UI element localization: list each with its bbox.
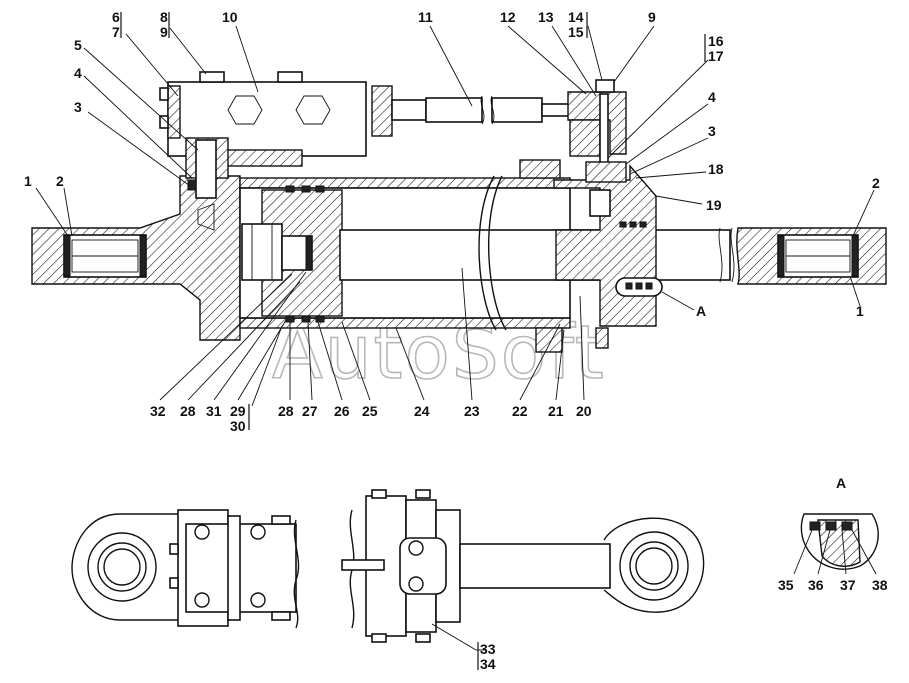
callout: 38 xyxy=(872,577,888,593)
pipe xyxy=(425,97,483,123)
callout: 21 xyxy=(548,403,564,419)
leader-lines xyxy=(35,12,875,670)
detail-a-view xyxy=(793,513,879,575)
callout: 30 xyxy=(230,418,246,434)
piston-nut xyxy=(241,223,283,281)
callout-labels: 1 2 3 4 5 6 7 8 9 10 11 12 13 14 15 9 16… xyxy=(24,9,888,672)
callout: 15 xyxy=(568,24,584,40)
callout: 9 xyxy=(648,9,656,25)
rod-end-flange xyxy=(567,91,627,155)
callout: 28 xyxy=(278,403,294,419)
right-eye-outline xyxy=(603,517,705,613)
callout: 33 xyxy=(480,641,496,657)
valve-block-bolt xyxy=(199,71,225,83)
callout: 23 xyxy=(464,403,480,419)
callout: 3 xyxy=(708,123,716,139)
callout: 34 xyxy=(480,656,496,672)
callout: 18 xyxy=(708,161,724,177)
rod-outline xyxy=(459,543,611,589)
valve-block-outline xyxy=(185,523,297,613)
callout: 5 xyxy=(74,37,82,53)
callout: 31 xyxy=(206,403,222,419)
callout: 1 xyxy=(856,303,864,319)
guide-nut xyxy=(519,159,561,179)
cylinder-outside-view xyxy=(71,489,705,651)
callout: 4 xyxy=(708,89,716,105)
callout: 27 xyxy=(302,403,318,419)
callout: 24 xyxy=(414,403,430,419)
callout: 8 xyxy=(160,9,168,25)
callout: 20 xyxy=(576,403,592,419)
pipe-fitting xyxy=(391,99,427,121)
hose xyxy=(478,175,497,331)
valve-block-bolt xyxy=(277,71,303,83)
callout: 36 xyxy=(808,577,824,593)
callout: 1 xyxy=(24,173,32,189)
callout: 12 xyxy=(500,9,516,25)
callout: 37 xyxy=(840,577,856,593)
callout: 16 xyxy=(708,33,724,49)
callout: 19 xyxy=(706,197,722,213)
callout: 32 xyxy=(150,403,166,419)
callout: 35 xyxy=(778,577,794,593)
callout: 22 xyxy=(512,403,528,419)
callout: 7 xyxy=(112,24,120,40)
callout: 2 xyxy=(872,175,880,191)
callout: 28 xyxy=(180,403,196,419)
left-eye-outline xyxy=(71,513,178,621)
callout: 26 xyxy=(334,403,350,419)
callout: 9 xyxy=(160,24,168,40)
callout: 10 xyxy=(222,9,238,25)
callout: 2 xyxy=(56,173,64,189)
callout: 29 xyxy=(230,403,246,419)
piston-rod xyxy=(339,229,731,281)
callout: 14 xyxy=(568,9,584,25)
cylinder-section-view xyxy=(31,71,887,353)
callout: 4 xyxy=(74,65,82,81)
detail-a-title: A xyxy=(836,475,846,491)
callout: 25 xyxy=(362,403,378,419)
callout: 13 xyxy=(538,9,554,25)
callout: 6 xyxy=(112,9,120,25)
callout: A xyxy=(696,303,706,319)
callout: 17 xyxy=(708,48,724,64)
callout: 11 xyxy=(418,9,433,25)
callout: 3 xyxy=(74,99,82,115)
